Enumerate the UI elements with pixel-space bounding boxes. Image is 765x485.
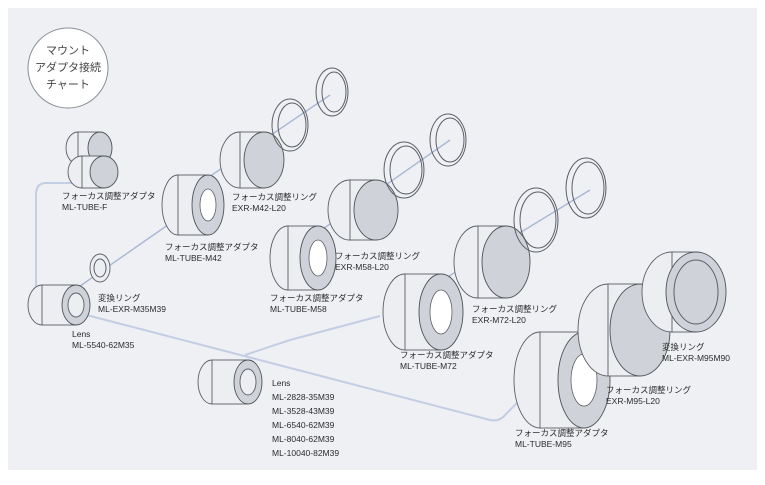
label-ring-m95-name: フォーカス調整リング	[606, 385, 692, 395]
ring-m58-a	[383, 141, 425, 199]
label-conv-m35m39-model: ML-EXR-M35M39	[98, 304, 166, 314]
part-tube-m58	[269, 225, 337, 291]
label-tube-f-model: ML-TUBE-F	[62, 202, 107, 212]
label-conv-m35m39-name: 変換リング	[98, 293, 141, 303]
part-ring-m72	[453, 225, 531, 299]
ring-m72-b	[565, 157, 607, 219]
label-tube-m72-model: ML-TUBE-M72	[400, 361, 457, 371]
label-conv-m95m90-model: ML-EXR-M95M90	[662, 353, 730, 363]
label-ring-m72-name: フォーカス調整リング	[472, 304, 558, 314]
label-lens-5540-name: Lens	[72, 329, 90, 339]
badge-line-2: アダプタ接続	[35, 60, 101, 74]
label-tube-f-name: フォーカス調整アダプタ	[62, 191, 156, 201]
label-ring-m72-model: EXR-M72-L20	[472, 315, 526, 325]
part-labels: フォーカス調整アダプタ ML-TUBE-F フォーカス調整アダプタ ML-TUB…	[62, 191, 730, 458]
label-lens-group-model-1: ML-2828-35M39	[272, 392, 335, 402]
ring-m58-b	[429, 113, 467, 167]
badge-line-3: チャート	[46, 78, 90, 91]
chart-badge: マウント アダプタ接続 チャート	[27, 27, 109, 109]
part-tube-m42	[161, 174, 225, 236]
label-lens-group-model-5: ML-10040-82M39	[272, 448, 339, 458]
ring-m72-a	[513, 187, 559, 253]
part-lens-5540	[27, 284, 91, 326]
part-conv-m35m39	[89, 253, 111, 283]
part-lens-group	[197, 359, 263, 405]
part-tube-f	[65, 131, 119, 189]
label-tube-m42-model: ML-TUBE-M42	[165, 253, 222, 263]
ring-m42-b	[315, 67, 349, 117]
label-lens-group-model-4: ML-8040-62M39	[272, 434, 335, 444]
label-lens-group-name: Lens	[272, 378, 290, 388]
label-ring-m95-model: EXR-M95-L20	[606, 396, 660, 406]
label-lens-5540-model: ML-5540-62M35	[72, 340, 135, 350]
label-tube-m95-model: ML-TUBE-M95	[515, 439, 572, 449]
part-tube-m72	[382, 273, 464, 351]
label-ring-m42-model: EXR-M42-L20	[232, 203, 286, 213]
label-tube-m58-model: ML-TUBE-M58	[270, 304, 327, 314]
part-ring-m42	[219, 131, 285, 189]
part-conv-m95m90	[641, 251, 727, 333]
label-conv-m95m90-name: 変換リング	[662, 342, 705, 352]
label-lens-group-model-3: ML-6540-62M39	[272, 420, 335, 430]
trunk-branch-lens	[244, 315, 381, 356]
label-tube-m72-name: フォーカス調整アダプタ	[400, 350, 494, 360]
badge-line-1: マウント	[46, 44, 90, 57]
label-tube-m58-name: フォーカス調整アダプタ	[270, 293, 364, 303]
label-ring-m58-name: フォーカス調整リング	[335, 251, 421, 261]
label-tube-m95-name: フォーカス調整アダプタ	[515, 428, 609, 438]
label-tube-m42-name: フォーカス調整アダプタ	[165, 242, 259, 252]
label-lens-group-model-2: ML-3528-43M39	[272, 406, 335, 416]
part-ring-m58	[327, 179, 399, 241]
label-ring-m42-name: フォーカス調整リング	[232, 192, 318, 202]
ring-m42-a	[271, 98, 309, 152]
label-ring-m58-model: EXR-M58-L20	[335, 262, 389, 272]
